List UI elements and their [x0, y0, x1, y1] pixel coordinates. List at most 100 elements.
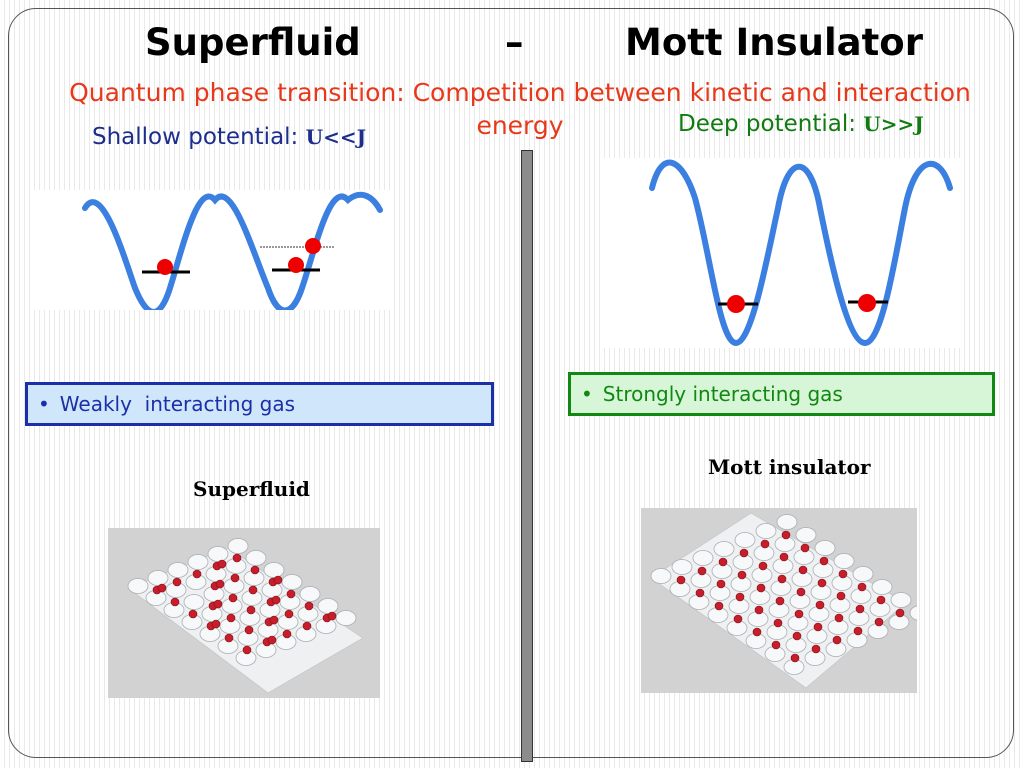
lattice-atom	[876, 595, 886, 605]
lattice-atom	[874, 617, 884, 627]
lattice-atom	[714, 601, 724, 611]
lattice-atom	[739, 548, 749, 558]
lattice-bump	[692, 550, 714, 566]
lattice-atom	[676, 575, 686, 585]
deep-potential-wave	[649, 159, 953, 347]
lattice-atom	[716, 579, 726, 589]
lattice-atom	[286, 589, 296, 599]
strongly-interacting-box: •Strongly interacting gas	[568, 372, 995, 416]
lattice-bump	[187, 554, 209, 570]
lattice-bump	[713, 541, 735, 557]
lattice-bump	[167, 562, 189, 578]
lattice-bumps	[127, 538, 357, 666]
lattice-atom	[817, 578, 827, 588]
lattice-atom	[217, 559, 227, 569]
superfluid-caption: Superfluid	[193, 477, 310, 501]
lattice-atom	[157, 583, 167, 593]
lattice-atoms	[676, 530, 905, 663]
lattice-atom	[857, 582, 867, 592]
lattice-atom	[733, 614, 743, 624]
lattice-atom	[756, 583, 766, 593]
lattice-atom	[718, 557, 728, 567]
shallow-potential-label: Shallow potential: U<<J	[92, 124, 366, 150]
deep-potential-label: Deep potential: U>>J	[678, 111, 924, 137]
lattice-atom	[800, 543, 810, 553]
lattice-atom	[811, 644, 821, 654]
lattice-atom	[792, 631, 802, 641]
lattice-atom	[269, 615, 279, 625]
lattice-atom	[815, 600, 825, 610]
lattice-atom	[754, 605, 764, 615]
lattice-atom	[838, 569, 848, 579]
lattice-bump	[776, 514, 798, 530]
lattice-atom	[697, 566, 707, 576]
lattice-atoms	[152, 553, 337, 655]
atom	[288, 257, 304, 273]
shallow-potential-symbol: U<<J	[305, 125, 367, 149]
lattice-atom	[773, 618, 783, 628]
mott-insulator-lattice-image	[641, 508, 917, 693]
lattice-atom	[790, 653, 800, 663]
lattice-atom	[250, 565, 260, 575]
lattice-bump	[245, 550, 267, 566]
lattice-bump	[147, 570, 169, 586]
lattice-atom	[327, 611, 337, 621]
lattice-bump	[755, 523, 777, 539]
lattice-atom	[188, 609, 198, 619]
atom	[305, 238, 321, 254]
lattice-bump	[127, 578, 149, 594]
lattice-atom	[695, 588, 705, 598]
atom	[858, 294, 876, 312]
lattice-atom	[798, 565, 808, 575]
lattice-atom	[248, 585, 258, 595]
lattice-bump	[299, 586, 321, 602]
mott-insulator-caption: Mott insulator	[708, 455, 871, 479]
shallow-potential-wave	[82, 191, 383, 310]
lattice-atom	[777, 574, 787, 584]
lattice-atom	[796, 587, 806, 597]
lattice-bump	[890, 592, 912, 608]
lattice-atom	[836, 591, 846, 601]
lattice-bump	[183, 594, 205, 610]
lattice-atom	[170, 597, 180, 607]
bullet: •	[581, 382, 593, 406]
title-dash: –	[505, 21, 524, 64]
lattice-atom	[215, 579, 225, 589]
weakly-interacting-box: • Weakly interacting gas	[25, 382, 494, 426]
lattice-bump	[795, 527, 817, 543]
shallow-potential-diagram	[30, 190, 390, 310]
shallow-potential-text: Shallow potential:	[92, 124, 306, 150]
lattice-bump	[227, 538, 249, 554]
lattice-bump	[263, 562, 285, 578]
lattice-bump	[833, 553, 855, 569]
lattice-bump	[650, 568, 672, 584]
lattice-atom	[834, 613, 844, 623]
bullet: •	[38, 392, 50, 416]
lattice-bump	[671, 559, 693, 575]
atom	[157, 259, 173, 275]
lattice-atom	[226, 613, 236, 623]
lattice-atom	[735, 592, 745, 602]
lattice-atom	[819, 556, 829, 566]
center-divider	[521, 150, 533, 762]
lattice-atom	[242, 645, 252, 655]
lattice-bump	[335, 610, 357, 626]
lattice-atom	[244, 625, 254, 635]
weakly-interacting-text: Weakly interacting gas	[59, 392, 296, 416]
lattice-bump	[207, 546, 229, 562]
lattice-bump	[814, 540, 836, 556]
lattice-bump	[871, 579, 893, 595]
lattice-atom	[228, 593, 238, 603]
lattice-atom	[282, 629, 292, 639]
lattice-atom	[737, 570, 747, 580]
lattice-atom	[760, 539, 770, 549]
superfluid-lattice-image	[108, 528, 380, 698]
lattice-atom	[271, 595, 281, 605]
lattice-atom	[758, 561, 768, 571]
lattice-bump	[281, 574, 303, 590]
deep-potential-text: Deep potential:	[678, 111, 864, 137]
lattice-atom	[172, 577, 182, 587]
lattice-atom	[192, 569, 202, 579]
lattice-atom	[779, 552, 789, 562]
lattice-atom	[832, 635, 842, 645]
